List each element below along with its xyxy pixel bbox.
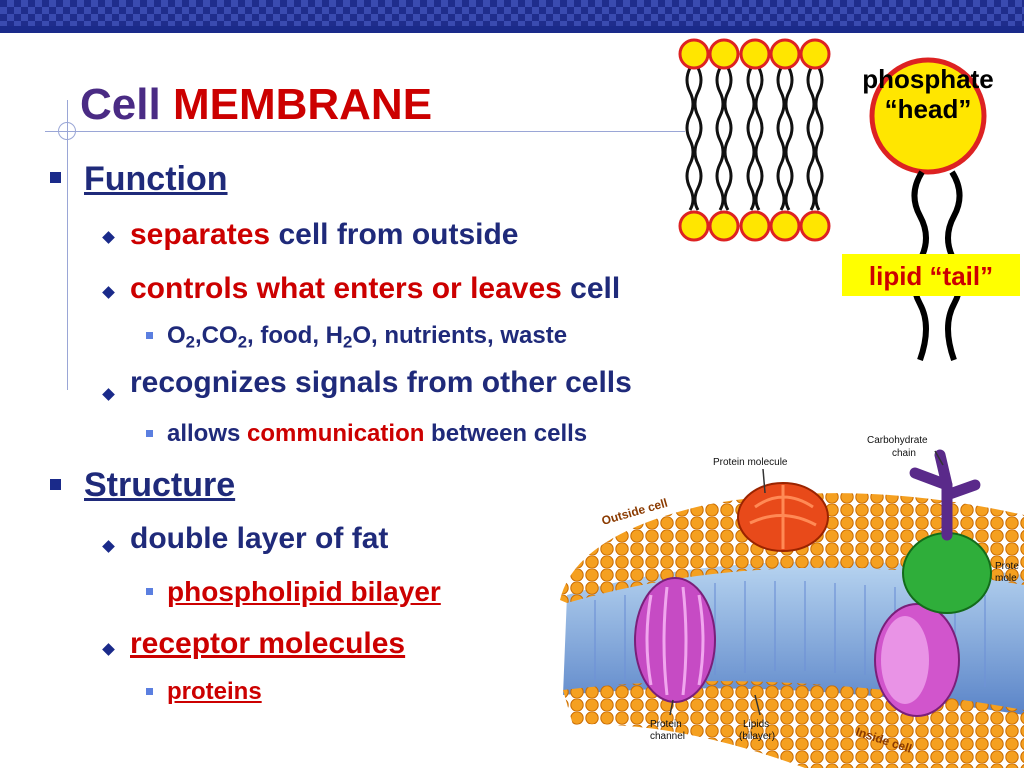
bullet-diamond-icon [102, 286, 115, 299]
protein-channel [634, 577, 716, 703]
membrane-illustration: Protein molecule Carbohydrate chain Outs… [560, 435, 1024, 768]
bullet-controls: controls what enters or leaves cell [130, 272, 621, 305]
lipid-tails [685, 67, 824, 211]
label-phosphate: phosphate [862, 64, 993, 94]
bullet-function: Function [84, 160, 228, 198]
bullet-phospholipid: phospholipid bilayer [167, 576, 441, 607]
phosphate-head-circle [869, 57, 987, 175]
bullet-diamond-icon [102, 643, 115, 656]
green-protein [902, 532, 992, 614]
phosphate-heads [678, 38, 831, 242]
label-lipids: Lipids [743, 719, 769, 730]
title-cell: Cell [80, 80, 161, 129]
bullet-small-square-icon [146, 430, 153, 437]
title-membrane: MEMBRANE [172, 80, 433, 129]
bullet-diamond-icon [102, 540, 115, 553]
guide-horizontal-line [45, 131, 685, 132]
header-checker-band [0, 0, 1024, 26]
label-protein-right: Prote [995, 561, 1019, 572]
bullet-square-icon [50, 172, 61, 183]
bullet-substances: O2,CO2, food, H2O, nutrients, waste [167, 322, 568, 352]
header-stripe [0, 26, 1024, 33]
label-protein-molecule: Protein molecule [713, 457, 788, 468]
bullet-double-layer: double layer of fat [130, 522, 389, 555]
bullet-diamond-icon [102, 388, 115, 401]
bullet-small-square-icon [146, 588, 153, 595]
label-lipid-tail: lipid “tail” [869, 261, 993, 291]
label-channel: channel [650, 731, 685, 742]
label-carbohydrate: Carbohydrate [867, 435, 928, 446]
bullet-allows: allows communication between cells [167, 420, 588, 447]
bullet-recognizes: recognizes signals from other cells [130, 366, 632, 399]
bilayer-schematic [678, 38, 831, 242]
bullet-receptor: receptor molecules [130, 627, 406, 660]
lipid-tail-label-box [842, 254, 1020, 296]
label-chain: chain [892, 448, 916, 459]
bullet-proteins: proteins [167, 678, 262, 705]
bullet-structure: Structure [84, 466, 236, 504]
bullet-square-icon [50, 479, 61, 490]
protein-molecule [737, 482, 829, 552]
guide-vertical-line [67, 100, 68, 390]
phospholipid-molecule: phosphate “head” lipid “tail” [842, 57, 1020, 361]
crosshair-circle [58, 122, 76, 140]
bullet-small-square-icon [146, 332, 153, 339]
label-head: “head” [885, 94, 972, 124]
bullet-separates: separates cell from outside [130, 218, 519, 251]
bullet-small-square-icon [146, 688, 153, 695]
label-protein-channel: Protein [650, 719, 682, 730]
slide-title: Cell MEMBRANE [80, 80, 432, 130]
label-bilayer: (bilayer) [739, 731, 775, 742]
label-molecule-right: mole [995, 573, 1017, 584]
protein-channel-right [874, 603, 960, 717]
bullet-diamond-icon [102, 231, 115, 244]
